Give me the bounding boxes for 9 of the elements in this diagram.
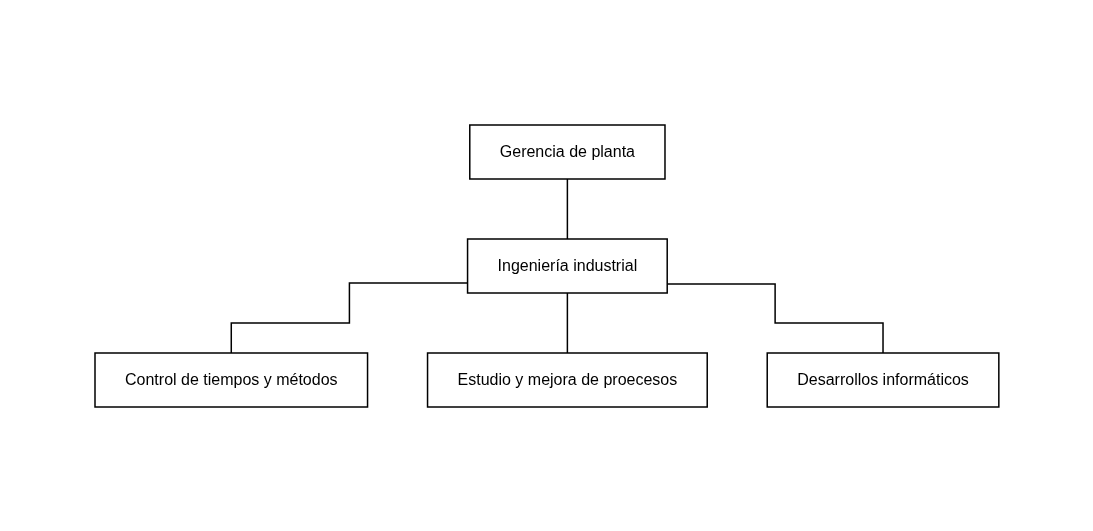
node-box: Desarrollos informáticos (766, 351, 1000, 408)
connector (566, 177, 568, 240)
node-box: Control de tiempos y métodos (93, 351, 368, 408)
connector (666, 282, 884, 354)
connector (230, 281, 468, 354)
connector (566, 291, 568, 354)
node-box: Estudio y mejora de proecesos (426, 351, 708, 408)
node-box: Ingeniería industrial (466, 237, 668, 294)
node-box: Gerencia de planta (468, 123, 666, 180)
